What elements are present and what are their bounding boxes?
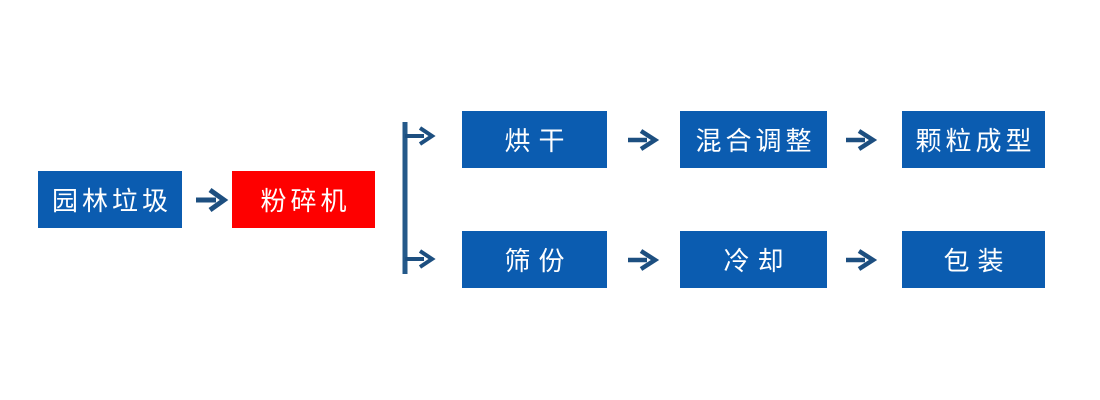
node-sieving: 筛份 bbox=[462, 231, 607, 288]
arrow-right-icon bbox=[196, 187, 229, 213]
node-pellet-forming: 颗粒成型 bbox=[902, 111, 1045, 168]
branch-split-icon bbox=[402, 122, 436, 274]
arrow-right-icon bbox=[846, 249, 878, 271]
node-packaging: 包装 bbox=[902, 231, 1045, 288]
node-cooling: 冷却 bbox=[680, 231, 827, 288]
arrow-right-icon bbox=[628, 249, 660, 271]
node-drying: 烘干 bbox=[462, 111, 607, 168]
node-crusher: 粉碎机 bbox=[232, 171, 375, 228]
node-mixing-adjustment: 混合调整 bbox=[680, 111, 827, 168]
arrow-right-icon bbox=[628, 129, 660, 151]
node-garden-waste: 园林垃圾 bbox=[38, 171, 182, 228]
arrow-right-icon bbox=[846, 129, 878, 151]
